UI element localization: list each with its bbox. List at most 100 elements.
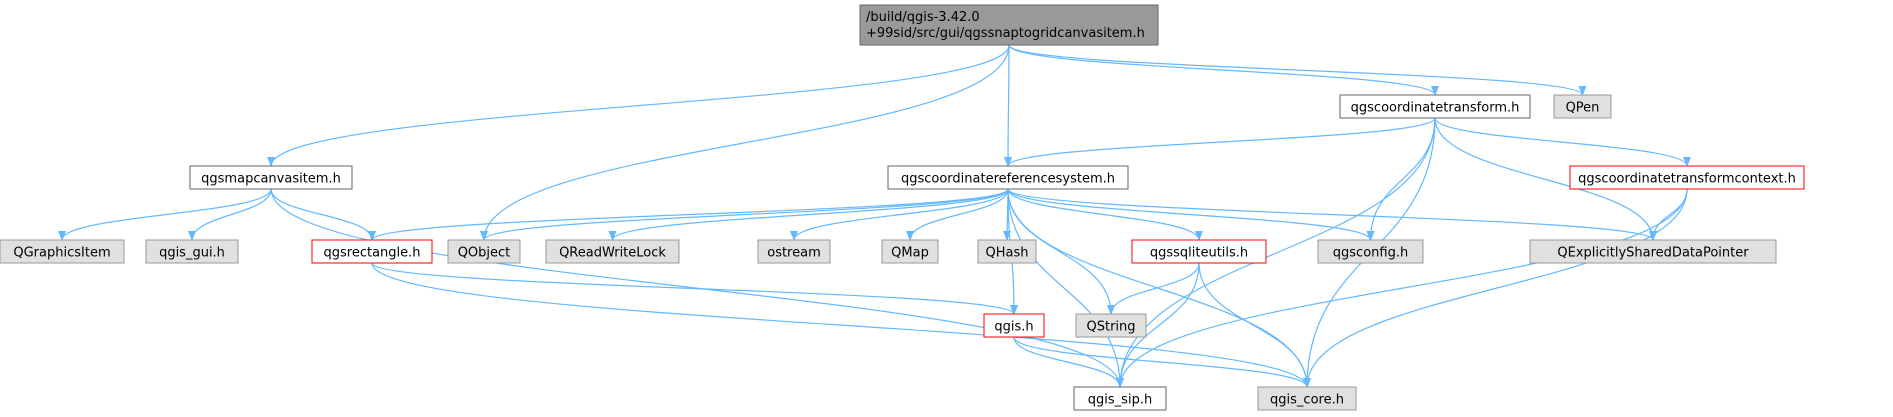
node-label: ostream: [767, 246, 821, 261]
edge-qgsmapcanvasitem-to-qgis_gui: [188, 188, 272, 241]
edge-qgscoordinatetransform-to-qgscoordinatereferencesystem: [1004, 117, 1436, 167]
node-qexplicitlyshareddatapointer: QExplicitlySharedDataPointer: [1529, 239, 1777, 264]
dependency-edge: [480, 188, 1009, 241]
node-label: QReadWriteLock: [559, 246, 666, 261]
node-label: QPen: [1566, 101, 1600, 116]
dependency-edge: [1366, 117, 1436, 241]
dependency-edge: [790, 188, 1009, 241]
node-label: qgssqliteutils.h: [1150, 246, 1248, 261]
node-qgssqliteutils[interactable]: qgssqliteutils.h: [1131, 239, 1267, 264]
edge-qgscoordinatetransformcontext-to-qexplicitlyshareddatapointer: [1649, 188, 1688, 241]
edge-qgscoordinatereferencesystem-to-ostream: [790, 188, 1009, 241]
edge-qgscoordinatetransformcontext-to-qgis_sip: [1116, 188, 1688, 388]
node-ostream: ostream: [757, 239, 831, 264]
node-label: QExplicitlySharedDataPointer: [1557, 246, 1749, 261]
edge-qgis-to-qgis_core: [1013, 336, 1311, 388]
node-qgis[interactable]: qgis.h: [983, 313, 1045, 338]
dependency-edge: [58, 188, 272, 241]
edge-qgssqliteutils-to-qgis_core: [1198, 262, 1311, 388]
edge-qgscoordinatereferencesystem-to-qobject: [480, 188, 1009, 241]
node-box: [545, 239, 680, 264]
node-qreadwritelock: QReadWriteLock: [545, 239, 680, 264]
node-qgraphicsitem: QGraphicsItem: [0, 239, 125, 264]
dependency-edge: [1303, 188, 1688, 388]
nodes-layer: /build/qgis-3.42.0+99sid/src/gui/qgssnap…: [0, 4, 1805, 411]
node-qstring: QString: [1075, 313, 1147, 338]
node-box: [1339, 94, 1531, 119]
edge-root-to-qobject: [480, 44, 1010, 241]
node-qobject: QObject: [447, 239, 521, 264]
node-qmap: QMap: [881, 239, 939, 264]
dependency-edge: [368, 188, 1009, 241]
edge-qgssqliteutils-to-qstring: [1107, 262, 1200, 315]
dependency-edge: [1434, 117, 1691, 167]
node-qgscoordinatereferencesystem[interactable]: qgscoordinatereferencesystem.h: [887, 165, 1129, 190]
node-label: qgis.h: [994, 320, 1033, 335]
edge-qgscoordinatetransform-to-qgsconfig: [1366, 117, 1436, 241]
edge-qgscoordinatereferencesystem-to-qgssqliteutils: [1007, 188, 1203, 241]
node-label: /build/qgis-3.42.0: [866, 10, 980, 25]
dependency-edge: [608, 188, 1009, 241]
dependency-edge: [1007, 188, 1203, 241]
dependency-edge: [1007, 188, 1124, 388]
dependency-edge: [1198, 262, 1311, 388]
node-label: qgsmapcanvasitem.h: [201, 172, 341, 187]
node-label: QMap: [891, 246, 929, 261]
node-label: qgscoordinatetransformcontext.h: [1578, 172, 1796, 187]
node-label: qgscoordinatereferencesystem.h: [901, 172, 1115, 187]
edge-qgscoordinatereferencesystem-to-qgsrectangle: [368, 188, 1009, 241]
dependency-edge: [480, 44, 1010, 241]
node-qgscoordinatetransformcontext[interactable]: qgscoordinatetransformcontext.h: [1569, 165, 1805, 190]
node-box: [1317, 239, 1424, 264]
node-label: QHash: [986, 246, 1029, 261]
node-box: [1569, 165, 1805, 190]
node-label: qgsconfig.h: [1333, 246, 1408, 261]
edge-qgscoordinatereferencesystem-to-qreadwritelock: [608, 188, 1009, 241]
node-label: QString: [1086, 320, 1135, 335]
edge-qgscoordinatetransformcontext-to-qgis_core: [1303, 188, 1688, 388]
dependency-edge: [1116, 188, 1688, 388]
node-qgscoordinatetransform[interactable]: qgscoordinatetransform.h: [1339, 94, 1531, 119]
node-qgsmapcanvasitem[interactable]: qgsmapcanvasitem.h: [189, 165, 353, 190]
dependency-edge: [1007, 188, 1375, 241]
edge-qgscoordinatereferencesystem-to-qgis_sip: [1007, 188, 1124, 388]
edge-qgsrectangle-to-qgis_core: [371, 262, 1311, 388]
edge-qgscoordinatereferencesystem-to-qgsconfig: [1007, 188, 1375, 241]
node-label: qgis_core.h: [1270, 393, 1344, 408]
edge-qgsmapcanvasitem-to-qgsrectangle: [270, 188, 376, 241]
node-box: [1529, 239, 1777, 264]
node-label: qgis_gui.h: [159, 246, 225, 261]
dependency-edge: [1004, 44, 1013, 167]
node-label: qgis_sip.h: [1088, 393, 1152, 408]
edge-root-to-qgscoordinatereferencesystem: [1004, 44, 1013, 167]
node-box: [983, 313, 1045, 338]
dependency-edge: [906, 188, 1009, 241]
node-box: [1131, 239, 1267, 264]
node-label: QGraphicsItem: [13, 246, 110, 261]
node-label: +99sid/src/gui/qgssnaptogridcanvasitem.h: [866, 26, 1145, 41]
node-box: [189, 165, 353, 190]
dependency-edge: [1649, 188, 1688, 241]
node-box: [0, 239, 125, 264]
dependency-edge: [1116, 117, 1436, 388]
edge-qgscoordinatereferencesystem-to-qexplicitlyshareddatapointer: [1007, 188, 1657, 241]
dependency-edge: [1107, 262, 1200, 315]
edge-qgscoordinatetransform-to-qgscoordinatetransformcontext: [1434, 117, 1691, 167]
dependency-edge: [1116, 262, 1200, 388]
node-label: QObject: [458, 246, 511, 261]
edge-qgscoordinatetransform-to-qexplicitlyshareddatapointer: [1434, 117, 1657, 241]
node-qhash: QHash: [977, 239, 1037, 264]
node-box: [859, 4, 1159, 46]
node-qgis_sip[interactable]: qgis_sip.h: [1073, 386, 1167, 411]
node-box: [1073, 386, 1167, 411]
edges-layer: [58, 44, 1691, 388]
dependency-edge: [267, 44, 1010, 167]
node-box: [887, 165, 1129, 190]
edge-root-to-qpen: [1008, 44, 1587, 96]
node-box: [311, 239, 433, 264]
dependency-edge: [371, 262, 1018, 315]
node-qgsrectangle[interactable]: qgsrectangle.h: [311, 239, 433, 264]
node-box: [1257, 386, 1357, 411]
node-root[interactable]: /build/qgis-3.42.0+99sid/src/gui/qgssnap…: [859, 4, 1159, 46]
edge-qgscoordinatetransform-to-qgis_sip: [1116, 117, 1436, 388]
